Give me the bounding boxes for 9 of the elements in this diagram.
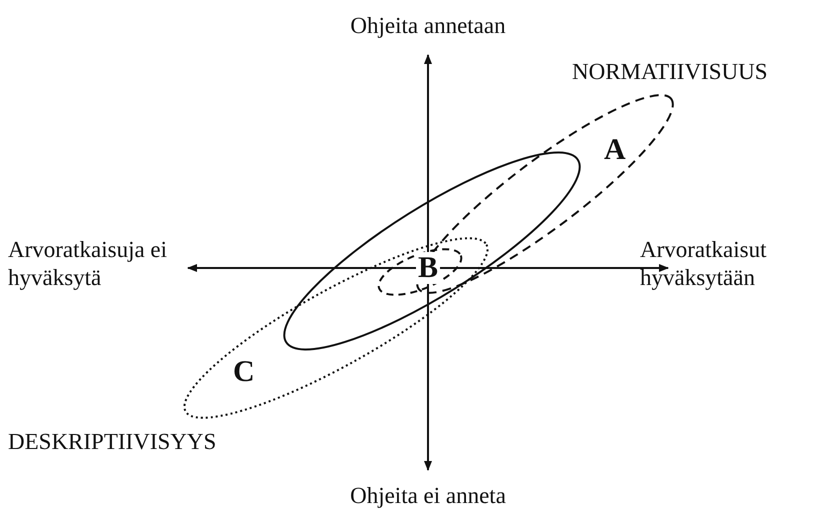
axis-label: Arvoratkaisuja ei hyväksytä [8, 236, 168, 292]
axis-label: Ohjeita annetaan [350, 12, 506, 40]
region-letter: C [233, 356, 255, 388]
dimension-name: DESKRIPTIIVISYYS [8, 428, 216, 456]
region-letter: B [416, 252, 440, 284]
region-letter: A [604, 134, 626, 166]
dimension-name: NORMATIIVISUUS [572, 58, 768, 86]
axis-label: Ohjeita ei anneta [350, 482, 506, 510]
axis-label: Arvoratkaisut hyväksytään [640, 236, 768, 292]
